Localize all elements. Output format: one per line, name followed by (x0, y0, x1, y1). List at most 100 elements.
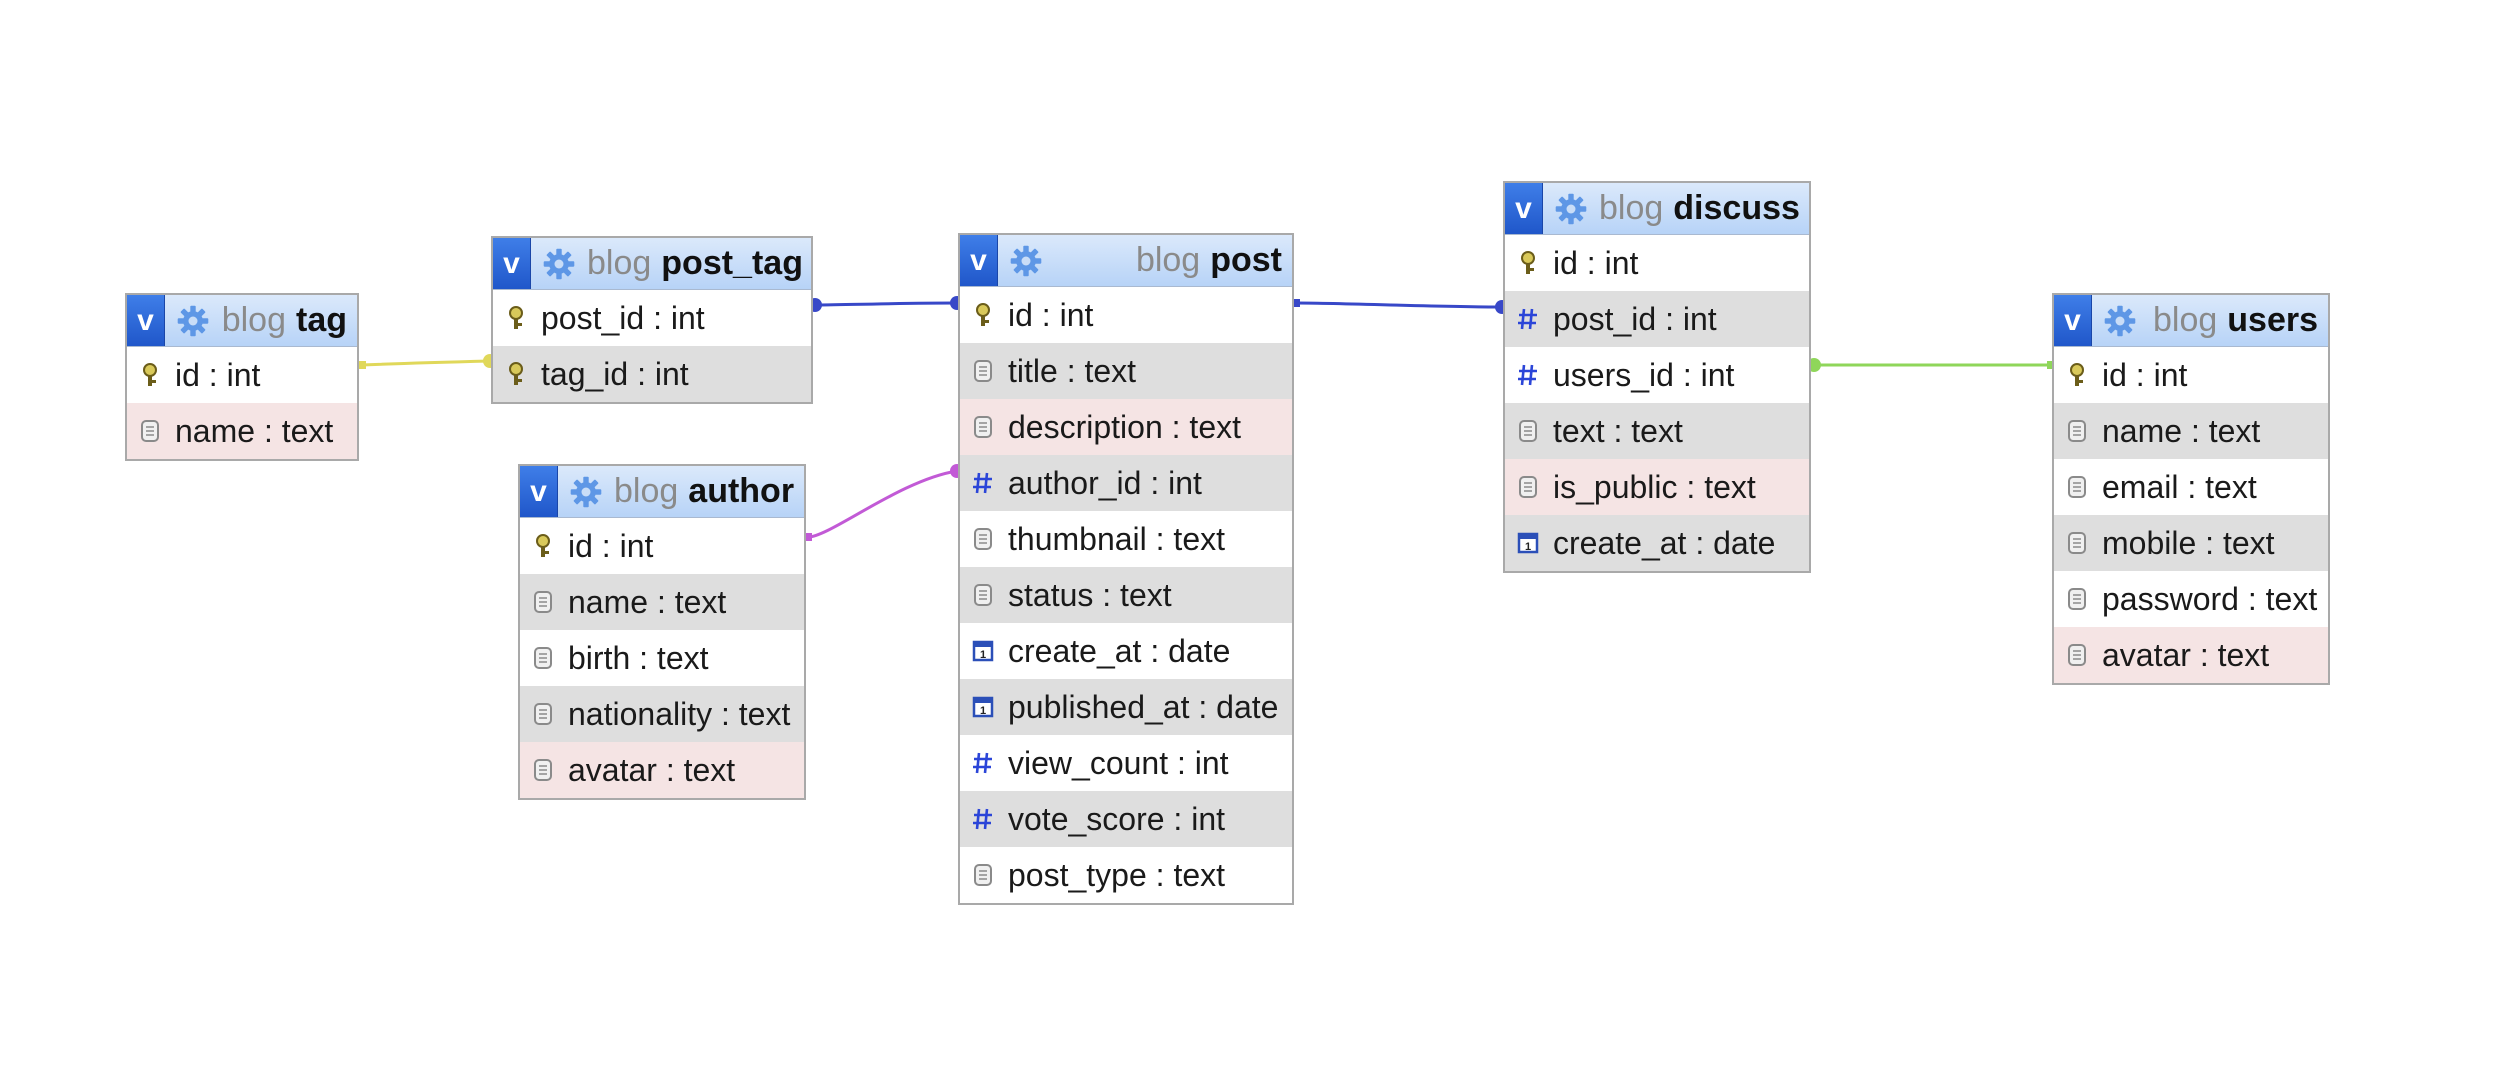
column-row[interactable]: email : text (2054, 459, 2328, 515)
gear-icon[interactable] (1551, 189, 1591, 229)
type-separator: : (199, 356, 227, 393)
gear-icon[interactable] (566, 472, 606, 512)
column-row[interactable]: id : int (960, 287, 1292, 343)
v-toggle-icon[interactable]: v (520, 466, 558, 517)
column-row[interactable]: view_count : int (960, 735, 1292, 791)
column-row[interactable]: id : int (127, 347, 357, 403)
text-field-icon (968, 359, 998, 383)
column-label: id : int (1553, 245, 1809, 282)
column-type: text (1173, 520, 1225, 557)
column-row[interactable]: description : text (960, 399, 1292, 455)
text-field-icon (968, 863, 998, 887)
gear-icon[interactable] (2100, 301, 2140, 341)
column-row[interactable]: users_id : int (1505, 347, 1809, 403)
column-row[interactable]: birth : text (520, 630, 804, 686)
column-row[interactable]: id : int (1505, 235, 1809, 291)
v-toggle-icon[interactable]: v (960, 235, 998, 286)
column-label: id : int (175, 357, 357, 394)
column-row[interactable]: avatar : text (2054, 627, 2328, 683)
column-label: name : text (568, 584, 804, 621)
key-icon (501, 361, 531, 387)
column-name: id (2102, 356, 2127, 393)
column-name: vote_score (1008, 800, 1165, 837)
column-row[interactable]: text : text (1505, 403, 1809, 459)
column-type: text (674, 583, 727, 620)
column-label: create_at : date (1553, 525, 1809, 562)
v-toggle-icon[interactable]: v (127, 295, 165, 346)
column-row[interactable]: author_id : int (960, 455, 1292, 511)
gear-icon[interactable] (173, 301, 213, 341)
type-separator: : (255, 412, 282, 449)
column-row[interactable]: post_type : text (960, 847, 1292, 903)
column-type: int (226, 356, 261, 393)
column-row[interactable]: name : text (2054, 403, 2328, 459)
column-row[interactable]: password : text (2054, 571, 2328, 627)
column-type: text (2265, 580, 2318, 617)
key-icon (2062, 362, 2092, 388)
column-row[interactable]: id : int (520, 518, 804, 574)
text-field-icon (1513, 475, 1543, 499)
column-label: text : text (1553, 413, 1809, 450)
column-row[interactable]: name : text (127, 403, 357, 459)
column-row[interactable]: nationality : text (520, 686, 804, 742)
v-toggle-icon[interactable]: v (493, 238, 531, 289)
key-icon (135, 362, 165, 388)
text-field-icon (528, 590, 558, 614)
type-separator: : (2178, 468, 2206, 505)
gear-icon[interactable] (539, 244, 579, 284)
text-field-icon (1513, 419, 1543, 443)
column-type: int (654, 355, 689, 392)
column-label: id : int (568, 528, 804, 565)
v-toggle-icon[interactable]: v (1505, 183, 1543, 234)
v-toggle-icon[interactable]: v (2054, 295, 2092, 346)
column-row[interactable]: post_id : int (1505, 291, 1809, 347)
text-field-icon (528, 646, 558, 670)
column-label: status : text (1008, 577, 1292, 614)
type-separator: : (1146, 520, 1174, 557)
table-name: post_tag (661, 244, 803, 282)
column-row[interactable]: name : text (520, 574, 804, 630)
column-name: avatar (2102, 636, 2191, 673)
column-row[interactable]: vote_score : int (960, 791, 1292, 847)
schema-name: blog (587, 244, 652, 282)
column-row[interactable]: tag_id : int (493, 346, 811, 402)
column-row[interactable]: mobile : text (2054, 515, 2328, 571)
column-label: post_type : text (1008, 857, 1292, 894)
column-label: title : text (1008, 353, 1292, 390)
type-separator: : (1686, 524, 1714, 561)
column-label: post_id : int (541, 300, 811, 337)
column-name: text (1553, 412, 1605, 449)
column-row[interactable]: avatar : text (520, 742, 804, 798)
table-name: post (1210, 241, 1282, 279)
column-row[interactable]: post_id : int (493, 290, 811, 346)
column-row[interactable]: title : text (960, 343, 1292, 399)
column-row[interactable]: status : text (960, 567, 1292, 623)
type-separator: : (1673, 356, 1701, 393)
type-separator: : (1141, 464, 1169, 501)
svg-text:1: 1 (980, 649, 986, 661)
column-row[interactable]: id : int (2054, 347, 2328, 403)
column-name: id (175, 356, 200, 393)
text-field-icon (968, 527, 998, 551)
column-type: int (1059, 296, 1094, 333)
type-separator: : (1656, 300, 1683, 337)
column-row[interactable]: thumbnail : text (960, 511, 1292, 567)
column-row[interactable]: is_public : text (1505, 459, 1809, 515)
column-type: int (1700, 356, 1735, 393)
gear-icon[interactable] (1006, 241, 1046, 281)
